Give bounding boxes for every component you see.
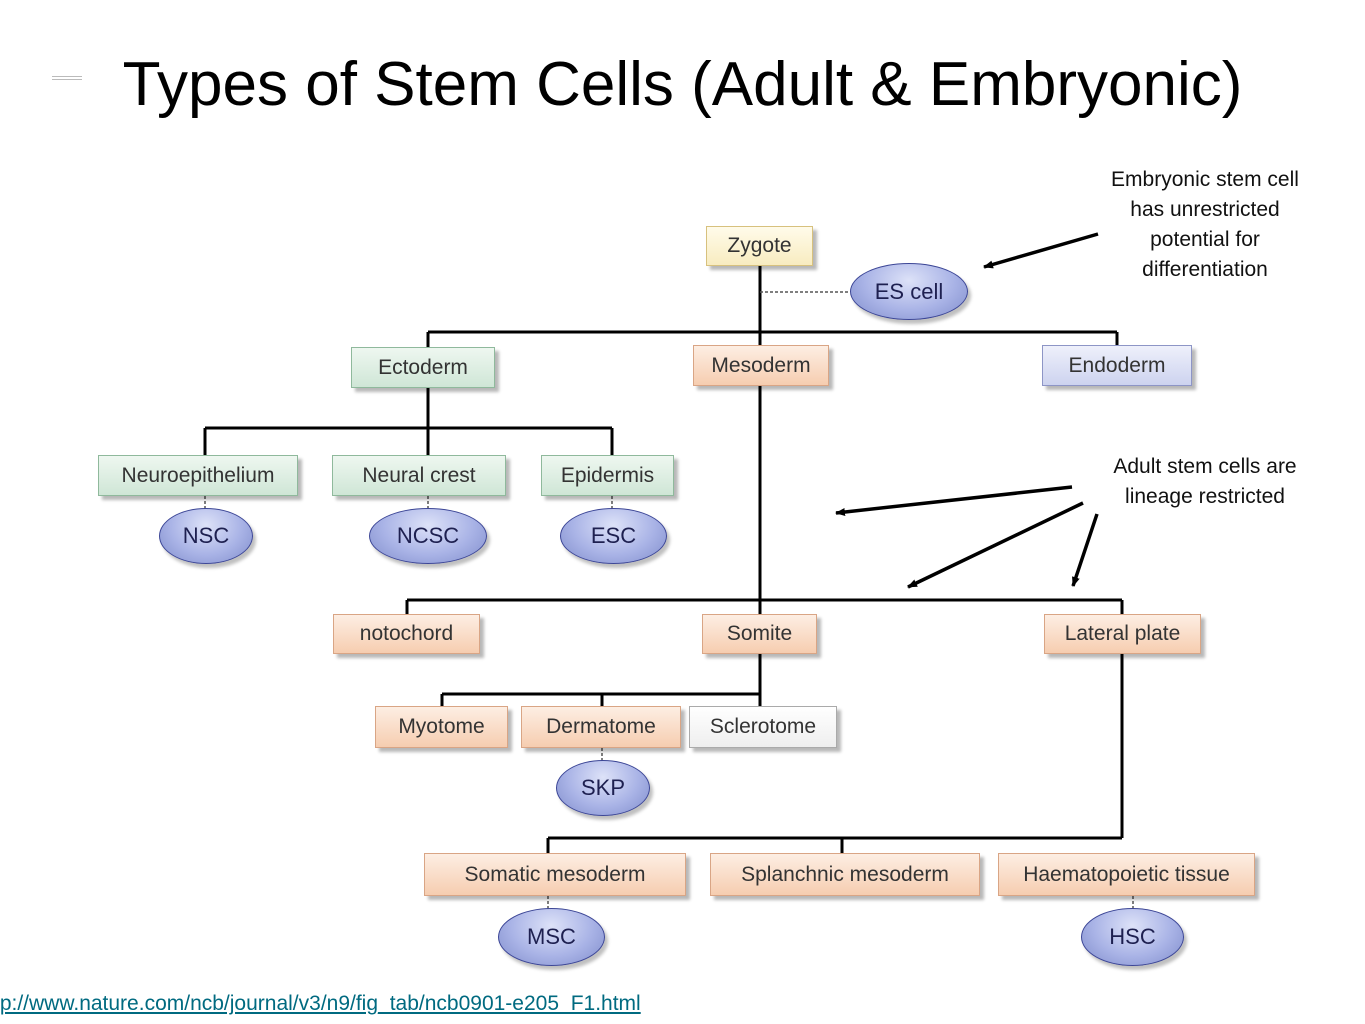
node-somatic-mesoderm: Somatic mesoderm bbox=[424, 853, 686, 896]
node-neural-crest: Neural crest bbox=[332, 455, 506, 496]
node-nsc: NSC bbox=[159, 508, 253, 564]
node-zygote: Zygote bbox=[706, 226, 813, 266]
node-hsc: HSC bbox=[1081, 908, 1184, 966]
embryonic-callout: Embryonic stem cell has unrestricted pot… bbox=[1080, 165, 1330, 285]
page-title: Types of Stem Cells (Adult & Embryonic) bbox=[122, 50, 1243, 119]
source-link[interactable]: tp://www.nature.com/ncb/journal/v3/n9/fi… bbox=[0, 992, 641, 1015]
node-neuroepithelium: Neuroepithelium bbox=[98, 455, 298, 496]
node-ncsc: NCSC bbox=[369, 508, 487, 564]
node-splanchnic-mesoderm: Splanchnic mesoderm bbox=[710, 853, 980, 896]
node-lateral-plate: Lateral plate bbox=[1044, 614, 1201, 654]
adult-callout-line-1: Adult stem cells are bbox=[1113, 455, 1297, 478]
node-esc: ESC bbox=[560, 508, 667, 564]
embryonic-callout-line-1: Embryonic stem cell bbox=[1111, 168, 1299, 191]
node-epidermis: Epidermis bbox=[541, 455, 674, 496]
node-endoderm: Endoderm bbox=[1042, 345, 1192, 386]
node-dermatome: Dermatome bbox=[521, 706, 681, 748]
node-ectoderm: Ectoderm bbox=[351, 347, 495, 388]
node-somite: Somite bbox=[702, 614, 817, 654]
adult-callout: Adult stem cells are lineage restricted bbox=[1080, 452, 1330, 512]
embryonic-callout-line-3: potential for bbox=[1150, 228, 1260, 251]
embryonic-callout-line-4: differentiation bbox=[1142, 258, 1268, 281]
node-haematopoietic-tissue: Haematopoietic tissue bbox=[998, 853, 1255, 896]
node-es-cell: ES cell bbox=[850, 263, 968, 320]
node-msc: MSC bbox=[498, 908, 605, 966]
node-myotome: Myotome bbox=[375, 706, 508, 748]
node-skp: SKP bbox=[556, 760, 650, 816]
node-mesoderm: Mesoderm bbox=[693, 345, 829, 386]
adult-callout-line-2: lineage restricted bbox=[1125, 485, 1285, 508]
embryonic-callout-line-2: has unrestricted bbox=[1130, 198, 1280, 221]
node-sclerotome: Sclerotome bbox=[689, 706, 837, 748]
node-notochord: notochord bbox=[333, 614, 480, 654]
title-decoration bbox=[52, 76, 82, 84]
